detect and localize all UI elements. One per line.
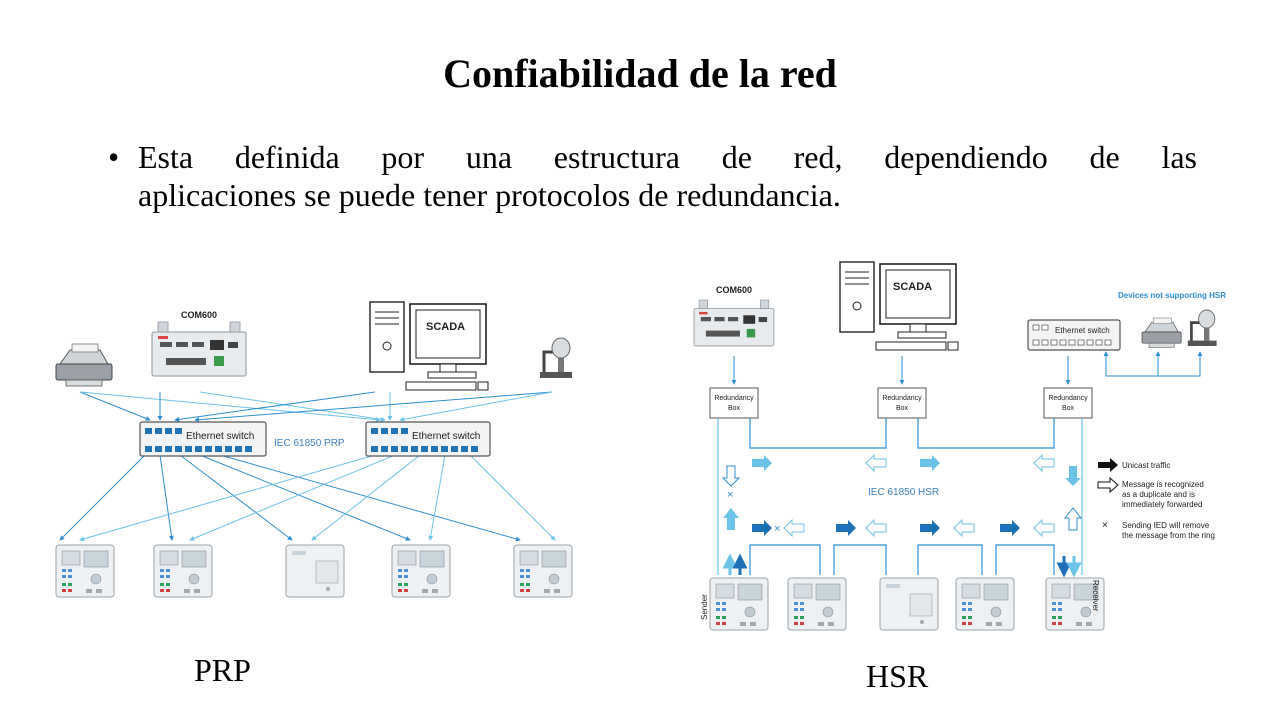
bullet-line-1: Esta definida por una estructura de red,… bbox=[138, 139, 1197, 175]
hsr-com600-label: COM600 bbox=[716, 285, 752, 295]
hsr-scada-computer-icon bbox=[839, 261, 959, 351]
legend-duplicate-text-1: Message is recognized bbox=[1122, 480, 1204, 489]
prp-ied-3 bbox=[285, 544, 345, 598]
hsr-ring bbox=[717, 418, 1083, 575]
hsr-redbox-1-line2: Box bbox=[728, 405, 741, 412]
hsr-ied-3 bbox=[879, 577, 939, 631]
prp-ied-2 bbox=[153, 544, 213, 598]
hsr-redbox-3-line2: Box bbox=[1062, 405, 1075, 412]
hsr-caption: HSR bbox=[866, 658, 929, 694]
legend-duplicate-text-2: as a duplicate and is bbox=[1122, 490, 1195, 499]
prp-ied-1 bbox=[55, 544, 115, 598]
hsr-printer-icon bbox=[1141, 317, 1182, 348]
legend-remove-text-1: Sending IED will remove bbox=[1122, 521, 1210, 530]
prp-caption: PRP bbox=[194, 652, 251, 688]
hsr-remove-mark-bottom: × bbox=[774, 523, 780, 535]
hsr-redbox-1-line1: Redundancy bbox=[714, 395, 754, 402]
legend-remove-text-2: the message from the ring bbox=[1122, 531, 1215, 540]
legend-remove-icon: × bbox=[1102, 520, 1108, 531]
bullet-point: • Esta definida por una estructura de re… bbox=[108, 138, 1197, 214]
hsr-com600-device bbox=[693, 299, 775, 347]
legend-duplicate-arrow-icon bbox=[1097, 476, 1119, 494]
prp-switch-a-label: Ethernet switch bbox=[186, 431, 254, 442]
prp-gps-antenna-icon bbox=[538, 336, 574, 380]
slide-title: Confiabilidad de la red bbox=[443, 51, 837, 96]
hsr-redundancy-box-1: Redundancy Box bbox=[709, 387, 759, 419]
legend-unicast-text: Unicast traffic bbox=[1122, 461, 1170, 470]
hsr-switch-label: Ethernet switch bbox=[1055, 326, 1110, 335]
bullet-line-2: aplicaciones se puede tener protocolos d… bbox=[138, 177, 841, 213]
hsr-redundancy-box-3: Redundancy Box bbox=[1043, 387, 1093, 419]
hsr-redundancy-box-2: Redundancy Box bbox=[877, 387, 927, 419]
bullet-dot: • bbox=[108, 139, 120, 175]
hsr-ied-1 bbox=[709, 577, 769, 631]
prp-links bbox=[59, 391, 556, 542]
prp-diagram: COM600 SCADA Ethernet switch IEC 61850 P… bbox=[55, 301, 574, 598]
hsr-scada-label: SCADA bbox=[893, 281, 932, 293]
prp-com600-device bbox=[151, 321, 247, 377]
prp-printer-icon bbox=[55, 343, 113, 387]
hsr-not-supporting-label: Devices not supporting HSR bbox=[1118, 291, 1226, 300]
legend-unicast-arrow-icon bbox=[1098, 458, 1118, 472]
hsr-redbox-3-line1: Redundancy bbox=[1048, 395, 1088, 402]
hsr-gps-antenna-icon bbox=[1186, 308, 1218, 348]
legend-duplicate-text-3: immediately forwarded bbox=[1122, 500, 1202, 509]
prp-ied-4 bbox=[391, 544, 451, 598]
prp-network-label: IEC 61850 PRP bbox=[274, 438, 345, 449]
hsr-redbox-2-line1: Redundancy bbox=[882, 395, 922, 402]
hsr-sender-label: Sender bbox=[700, 594, 709, 620]
prp-switch-b-label: Ethernet switch bbox=[412, 431, 480, 442]
hsr-diagram: COM600 SCADA Devices not supporting HSR … bbox=[693, 261, 1226, 631]
hsr-ied-2 bbox=[787, 577, 847, 631]
prp-scada-computer-icon bbox=[369, 301, 489, 391]
hsr-ied-4 bbox=[955, 577, 1015, 631]
hsr-ethernet-switch: Ethernet switch bbox=[1027, 319, 1121, 351]
hsr-remove-mark: × bbox=[727, 489, 733, 501]
prp-scada-label: SCADA bbox=[426, 321, 465, 333]
hsr-traffic-arrows: × × bbox=[721, 453, 1083, 578]
hsr-network-label: IEC 61850 HSR bbox=[868, 487, 939, 498]
hsr-legend: Unicast traffic Message is recognized as… bbox=[1097, 458, 1215, 540]
bullet-text: Esta definida por una estructura de red,… bbox=[138, 138, 1197, 214]
prp-ied-5 bbox=[513, 544, 573, 598]
prp-ethernet-switch-b: Ethernet switch bbox=[365, 421, 491, 457]
prp-com600-label: COM600 bbox=[181, 310, 217, 320]
prp-ethernet-switch-a: Ethernet switch bbox=[139, 421, 267, 457]
hsr-redbox-2-line2: Box bbox=[896, 405, 909, 412]
hsr-receiver-label: Receiver bbox=[1091, 580, 1100, 612]
